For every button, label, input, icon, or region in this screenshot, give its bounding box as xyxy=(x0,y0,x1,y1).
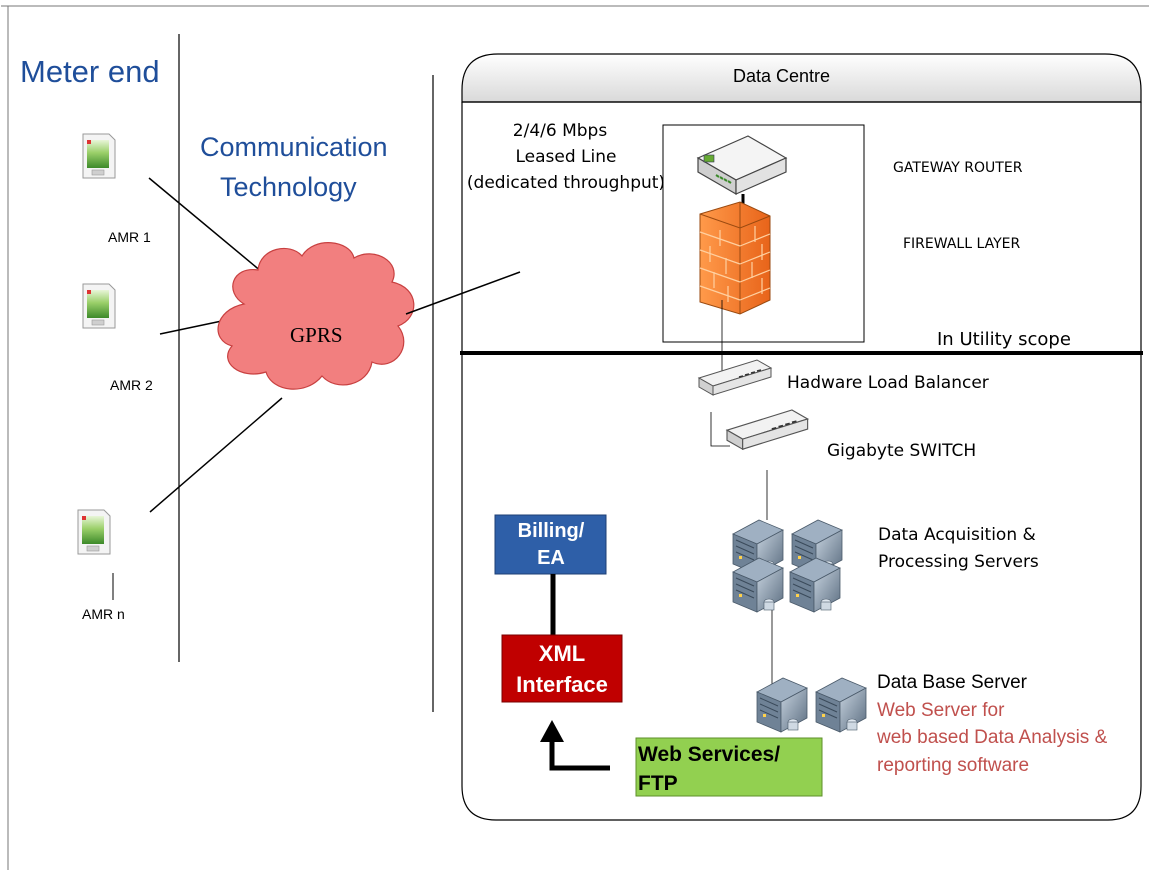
comm-title-line1: Communication xyxy=(200,132,388,162)
billing-line1: Billing/ xyxy=(518,520,585,542)
gprs-label: GPRS xyxy=(290,323,343,347)
leased-line-line3: (dedicated throughput) xyxy=(467,173,665,193)
data-centre-title: Data Centre xyxy=(733,66,830,86)
load-balancer-icon xyxy=(698,359,772,396)
firewall-label: FIREWALL LAYER xyxy=(903,236,1020,252)
ws-xml-arrow xyxy=(549,740,610,771)
xml-line2: Interface xyxy=(516,672,608,697)
billing-box xyxy=(494,514,607,575)
leased-line-line2: Leased Line xyxy=(516,147,617,167)
link-amr1-gprs xyxy=(148,177,263,273)
xml-line1: XML xyxy=(539,641,585,666)
gateway-box xyxy=(662,124,865,343)
leased-line-line1: 2/4/6 Mbps xyxy=(513,121,608,141)
db-server-icon-2 xyxy=(815,677,867,733)
db-server-icon-1 xyxy=(756,677,808,733)
switch-label: Gigabyte SWITCH xyxy=(827,441,976,461)
meter-icon-amrn xyxy=(77,509,111,555)
gateway-router-label: GATEWAY ROUTER xyxy=(893,160,1023,176)
ws-line2: FTP xyxy=(638,772,678,795)
meter-icon-amr1 xyxy=(82,133,116,179)
acq-servers-line2: Processing Servers xyxy=(878,552,1039,572)
ws-xml-arrowhead xyxy=(540,720,564,742)
link-gprs-datacentre xyxy=(405,271,521,315)
web-server-line1: Web Server for xyxy=(877,700,1005,721)
web-server-line2: web based Data Analysis & xyxy=(876,727,1108,748)
meter-label-amr1: AMR 1 xyxy=(108,229,151,245)
firewall-icon xyxy=(699,201,771,315)
meter-label-amr2: AMR 2 xyxy=(110,377,153,393)
web-server-line3: reporting software xyxy=(877,755,1029,776)
data-centre-container xyxy=(461,53,1142,821)
utility-scope-label: In Utility scope xyxy=(937,329,1071,350)
link-amrn-gprs xyxy=(149,397,283,513)
xml-interface-box xyxy=(501,634,623,703)
gprs-cloud xyxy=(217,242,415,390)
router-icon xyxy=(696,135,788,196)
meter-icon-amr2 xyxy=(82,283,116,329)
load-balancer-label: Hadware Load Balancer xyxy=(787,373,989,393)
ws-line1: Web Services/ xyxy=(638,743,780,766)
db-server-label: Data Base Server xyxy=(877,672,1028,693)
billing-line2: EA xyxy=(537,547,565,569)
switch-icon xyxy=(726,409,809,451)
acq-servers-line1: Data Acquisition & xyxy=(878,525,1036,545)
meter-end-title: Meter end xyxy=(20,54,160,89)
comm-title-line2: Technology xyxy=(220,172,357,202)
lb-switch-link xyxy=(710,412,730,447)
web-services-box xyxy=(635,737,823,797)
meter-label-amrn: AMR n xyxy=(82,606,125,622)
